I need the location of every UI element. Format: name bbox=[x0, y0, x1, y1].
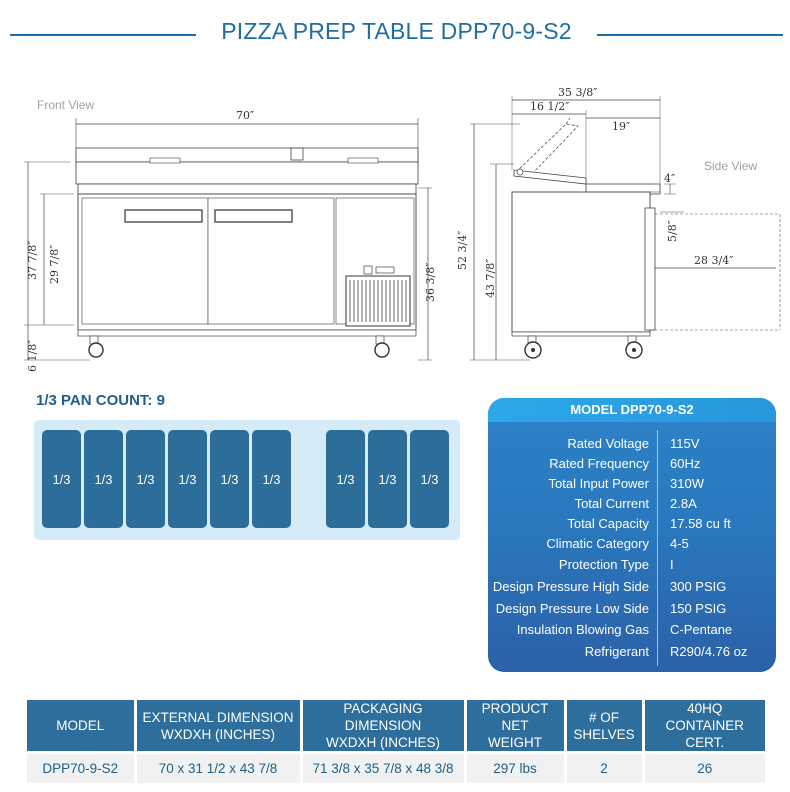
spec-key: Rated Voltage bbox=[567, 436, 649, 451]
cell-container: 26 bbox=[643, 751, 765, 783]
spec-value: 115V bbox=[670, 436, 700, 451]
spec-row: Design Pressure Low Side 150 PSIG bbox=[488, 601, 776, 621]
spec-row: Rated Voltage 115V bbox=[488, 436, 776, 456]
spec-row: Insulation Blowing Gas C-Pentane bbox=[488, 622, 776, 642]
dim-height-right: 36 3/8″ bbox=[424, 263, 437, 302]
dim-height-body: 29 7/8″ bbox=[48, 245, 61, 284]
pan-count-title: 1/3 PAN COUNT: 9 bbox=[36, 392, 165, 409]
spec-card-title: MODEL DPP70-9-S2 bbox=[488, 398, 776, 422]
pan-slot: 1/3 bbox=[84, 430, 123, 528]
cell-external-dimension: 70 x 31 1/2 x 43 7/8 bbox=[135, 751, 303, 783]
title-rule-right bbox=[597, 34, 783, 36]
pan-slot: 1/3 bbox=[326, 430, 365, 528]
pan-slot: 1/3 bbox=[368, 430, 407, 528]
spec-value: 300 PSIG bbox=[670, 579, 727, 594]
cell-packaging-dimension: 71 3/8 x 35 7/8 x 48 3/8 bbox=[301, 751, 467, 783]
spec-row: Protection Type I bbox=[488, 557, 776, 577]
spec-value: 150 PSIG bbox=[670, 601, 727, 616]
spec-value: 310W bbox=[670, 476, 704, 491]
spec-row: Total Current 2.8A bbox=[488, 496, 776, 516]
spec-row: Rated Frequency 60Hz bbox=[488, 456, 776, 476]
dim-side-depth: 35 3/8″ bbox=[558, 86, 597, 99]
page-title: PIZZA PREP TABLE DPP70-9-S2 bbox=[221, 18, 572, 44]
spec-key: Total Input Power bbox=[548, 476, 649, 491]
spec-value: 60Hz bbox=[670, 456, 701, 471]
dim-height-total: 37 7/8″ bbox=[26, 241, 39, 280]
dim-caster: 6 1/8″ bbox=[26, 340, 39, 372]
spec-row: Total Input Power 310W bbox=[488, 476, 776, 496]
dim-side-four: 4″ bbox=[664, 172, 675, 185]
spec-key: Rated Frequency bbox=[549, 456, 649, 471]
spec-row: Total Capacity 17.58 cu ft bbox=[488, 516, 776, 536]
spec-row: Design Pressure High Side 300 PSIG bbox=[488, 579, 776, 599]
pan-slot: 1/3 bbox=[42, 430, 81, 528]
pan-slot: 1/3 bbox=[410, 430, 449, 528]
dim-side-height-total: 52 3/4″ bbox=[456, 231, 469, 270]
cell-model: DPP70-9-S2 bbox=[27, 751, 137, 783]
front-view-label: Front View bbox=[37, 98, 94, 112]
spec-key: Design Pressure Low Side bbox=[495, 601, 649, 616]
dim-width: 70″ bbox=[236, 109, 254, 122]
spec-card: MODEL DPP70-9-S2 Rated Voltage 115V Rated… bbox=[488, 398, 776, 672]
spec-row: Refrigerant R290/4.76 oz bbox=[488, 644, 776, 664]
title-row: PIZZA PREP TABLE DPP70-9-S2 bbox=[0, 18, 790, 52]
spec-value: I bbox=[670, 557, 674, 572]
spec-key: Refrigerant bbox=[584, 644, 649, 659]
spec-key: Protection Type bbox=[558, 557, 649, 572]
pan-slot: 1/3 bbox=[168, 430, 207, 528]
spec-row: Climatic Category 4-5 bbox=[488, 536, 776, 556]
spec-value: C-Pentane bbox=[670, 622, 733, 637]
pan-layout: 1/3 1/3 1/3 1/3 1/3 1/3 1/3 1/3 1/3 bbox=[34, 420, 460, 540]
dim-side-top: 19″ bbox=[612, 120, 630, 133]
title-rule-left bbox=[10, 34, 196, 36]
cell-shelves: 2 bbox=[565, 751, 645, 783]
spec-key: Insulation Blowing Gas bbox=[516, 622, 649, 637]
side-view-label: Side View bbox=[704, 159, 757, 173]
dim-side-five-eighths: 5/8″ bbox=[666, 220, 679, 242]
table-row: DPP70-9-S2 70 x 31 1/2 x 43 7/8 71 3/8 x… bbox=[27, 751, 765, 783]
dim-side-height-body: 43 7/8″ bbox=[484, 259, 497, 298]
technical-drawing: Front View 70″ 37 7/8″ 29 7/8″ 6 bbox=[24, 86, 781, 372]
pan-slot: 1/3 bbox=[126, 430, 165, 528]
pan-slot: 1/3 bbox=[252, 430, 291, 528]
cell-net-weight: 297 lbs bbox=[465, 751, 567, 783]
spec-key: Total Current bbox=[574, 496, 649, 511]
spec-key: Total Capacity bbox=[567, 516, 649, 531]
dim-side-door: 28 3/4″ bbox=[694, 254, 733, 267]
spec-value: R290/4.76 oz bbox=[670, 644, 748, 659]
spec-value: 2.8A bbox=[670, 496, 697, 511]
dim-side-lid: 16 1/2″ bbox=[530, 100, 569, 113]
spec-value: 4-5 bbox=[670, 536, 689, 551]
spec-key: Climatic Category bbox=[546, 536, 649, 551]
spec-card-divider bbox=[657, 430, 658, 666]
header-model: MODEL bbox=[27, 700, 137, 753]
spec-key: Design Pressure High Side bbox=[492, 579, 649, 594]
pan-slot: 1/3 bbox=[210, 430, 249, 528]
spec-value: 17.58 cu ft bbox=[670, 516, 731, 531]
